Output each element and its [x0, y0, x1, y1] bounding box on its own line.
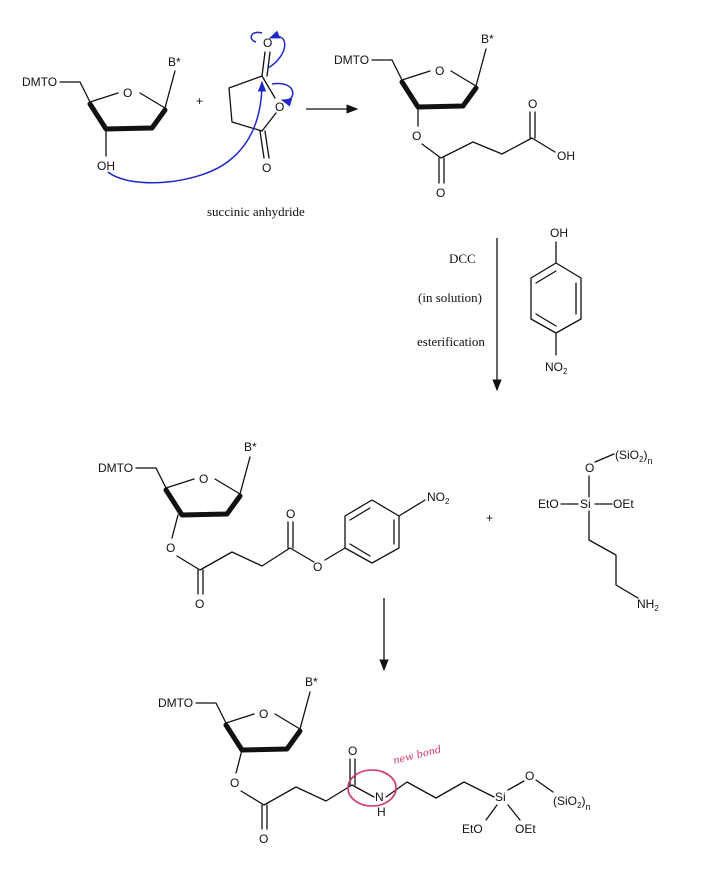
base-label: B* — [244, 440, 257, 454]
new-bond-circle — [347, 769, 397, 807]
hydroxyl-label: OH — [97, 159, 115, 173]
amide-nitrogen-label: N — [375, 790, 384, 804]
dmto-label: DMTO — [98, 461, 133, 475]
product-structure: DMTO O B* O O O N H Si O (SiO2)n EtO OEt… — [158, 675, 590, 846]
aryl-oxygen-label: O — [313, 560, 322, 574]
carbonyl-oxygen-label: O — [259, 832, 268, 846]
dmto-label: DMTO — [334, 53, 369, 67]
anhydride-bottom-oxygen: O — [262, 161, 271, 175]
hemisuccinate-structure: DMTO O B* O O O OH — [334, 32, 575, 200]
anhydride-top-oxygen: O — [263, 36, 272, 50]
nitro-group-label: NO2 — [545, 360, 568, 376]
oxygen-label: O — [585, 461, 594, 475]
succinic-anhydride-caption: succinic anhydride — [207, 204, 305, 219]
base-label: B* — [481, 32, 494, 46]
succinic-anhydride-structure: O O O succinic anhydride — [207, 36, 305, 219]
silica-label: (SiO2)n — [553, 794, 590, 812]
active-ester-structure: DMTO O B* O O O O NO2 — [98, 440, 450, 611]
amide-hydrogen-label: H — [377, 805, 386, 819]
nitro-group-label: NO2 — [427, 490, 450, 506]
base-label: B* — [305, 675, 318, 689]
carbonyl-oxygen-2-label: O — [286, 507, 295, 521]
ring-oxygen-label: O — [199, 472, 208, 486]
ring-oxygen-label: O — [123, 86, 132, 100]
base-label: B* — [168, 55, 181, 69]
activation-step: DCC (in solution) esterification OH NO2 — [417, 226, 582, 392]
ethoxy-left-label: EtO — [462, 822, 483, 836]
acid-hydroxyl-label: OH — [557, 149, 575, 163]
ester-oxygen-label: O — [166, 541, 175, 555]
dmto-label: DMTO — [22, 75, 57, 89]
phenol-oh-label: OH — [550, 226, 568, 240]
condition-in-solution: (in solution) — [418, 290, 482, 305]
new-bond-annotation: new bond — [392, 744, 443, 767]
acid-oxygen-label: O — [528, 97, 537, 111]
process-esterification: esterification — [417, 334, 485, 349]
electron-pushing-arrows — [107, 30, 294, 184]
plus-sign: + — [196, 94, 203, 108]
ester-oxygen-label: O — [230, 776, 239, 790]
silica-label: (SiO2)n — [615, 448, 652, 466]
anhydride-ring-oxygen: O — [275, 100, 284, 114]
ethoxy-left-label: EtO — [538, 497, 559, 511]
nucleoside-structure: DMTO O B* OH — [22, 55, 181, 173]
ethoxy-right-label: OEt — [613, 497, 634, 511]
carbonyl-oxygen-label: O — [436, 186, 445, 200]
silicon-label: Si — [580, 497, 591, 511]
ring-oxygen-label: O — [259, 707, 268, 721]
silicon-label: Si — [495, 790, 506, 804]
ring-oxygen-label: O — [435, 64, 444, 78]
aminopropyl-silica-structure: O (SiO2)n EtO Si OEt NH2 — [538, 448, 659, 613]
amine-label: NH2 — [637, 597, 659, 613]
dmto-label: DMTO — [158, 696, 193, 710]
carbonyl-oxygen-label: O — [195, 597, 204, 611]
ethoxy-right-label: OEt — [515, 822, 536, 836]
amide-oxygen-label: O — [348, 744, 357, 758]
ester-oxygen-label: O — [412, 129, 421, 143]
oxygen-label: O — [525, 769, 534, 783]
plus-sign-2: + — [486, 511, 493, 525]
reagent-dcc: DCC — [449, 251, 476, 266]
